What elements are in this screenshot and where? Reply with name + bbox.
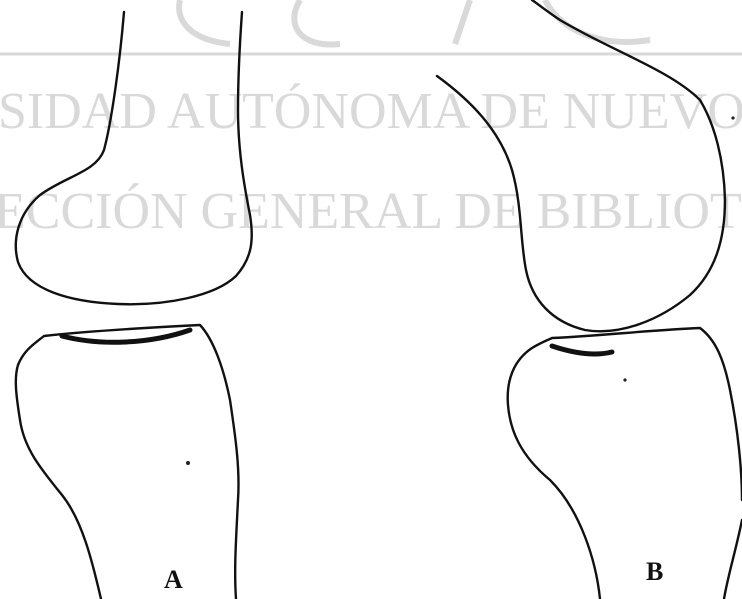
speck-b — [623, 378, 626, 381]
tibia-b — [508, 328, 742, 599]
speck-a — [186, 461, 190, 465]
speck-b-2 — [731, 116, 734, 119]
figure-label-b: B — [646, 557, 663, 586]
femur-a — [16, 12, 252, 304]
watermark-large-letters — [179, 0, 650, 44]
watermark-line-2: ECCIÓN GENERAL DE BIBLIOTECA — [0, 182, 742, 240]
tibia-a — [16, 325, 239, 599]
figure-label-a: A — [164, 565, 183, 594]
femur-b — [437, 0, 725, 331]
tibia-b-posterior — [724, 520, 742, 599]
cartilage-b — [552, 346, 612, 354]
